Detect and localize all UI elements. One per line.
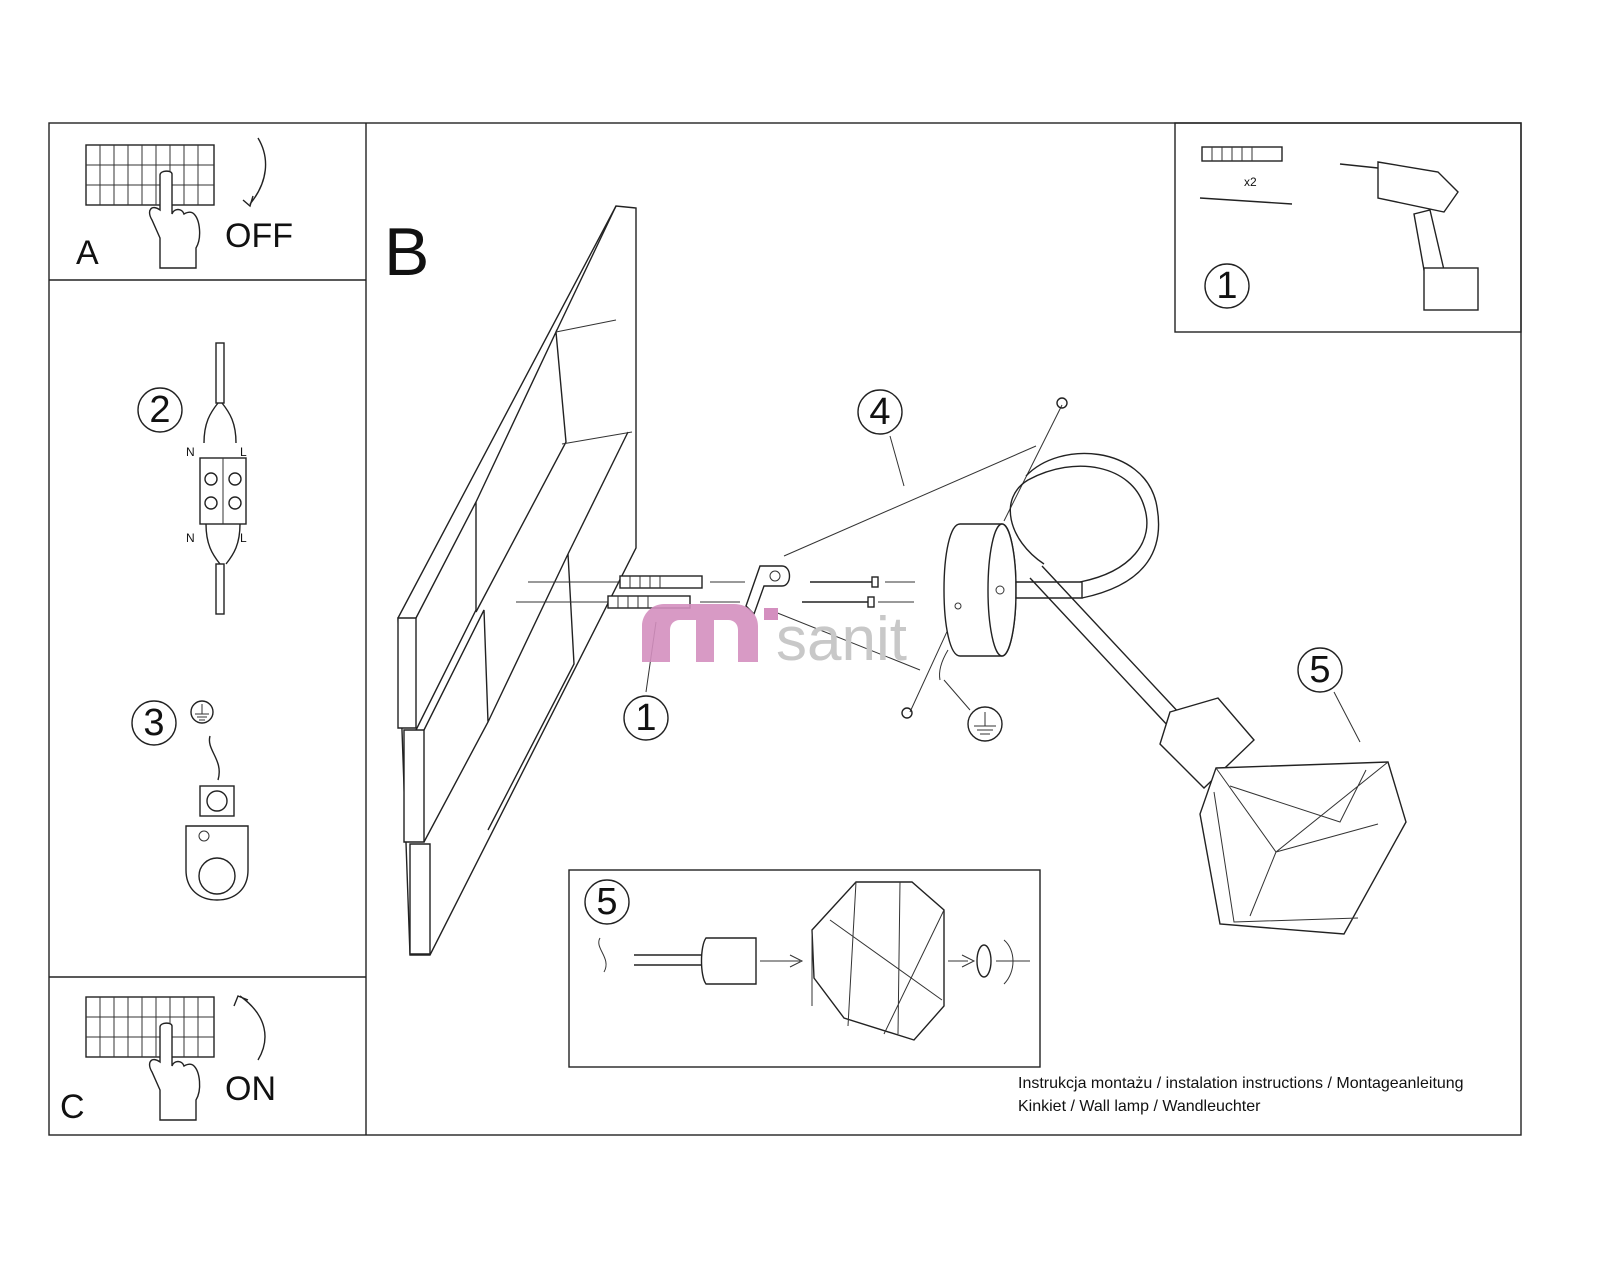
step-3-grounding: 3: [131, 700, 249, 901]
outer-frame: [48, 122, 1522, 1136]
wall-tiles-illustration: [397, 205, 637, 956]
step-5-main-number: 5: [1309, 649, 1330, 691]
panel-b-letter: B: [384, 214, 429, 290]
panel-c-action: ON: [225, 1070, 276, 1108]
ground-symbol-icon: [190, 700, 214, 724]
screw-quantity: x2: [1244, 175, 1257, 189]
step-2-wiring: 2 N L N L: [137, 342, 247, 615]
wall-plugs-and-screws: [516, 565, 915, 616]
msanit-watermark: sanit: [642, 604, 907, 674]
terminal-n-top: N: [186, 445, 195, 459]
step-5-detail-number: 5: [596, 881, 617, 923]
step-3-number: 3: [143, 702, 164, 744]
step-1-kit-number: 1: [1216, 265, 1237, 307]
hand-icon: [148, 170, 201, 269]
drill-icon: [1339, 161, 1479, 311]
detail-5-content: 5: [584, 879, 1030, 1041]
screw-icon: [1056, 397, 1068, 409]
wall-lamp-illustration: [939, 452, 1407, 935]
screw-icon: [901, 707, 913, 719]
panel-c-letter: C: [60, 1088, 85, 1126]
breaker-icon: [85, 996, 215, 1058]
footer-title-line: Instrukcja montażu / instalation instruc…: [1018, 1075, 1464, 1092]
watermark-text: sanit: [776, 605, 907, 674]
panel-c: C ON: [60, 995, 276, 1126]
hand-icon: [148, 1022, 201, 1121]
terminal-n-bottom: N: [186, 531, 195, 545]
footer-product-line: Kinkiet / Wall lamp / Wandleuchter: [1018, 1098, 1261, 1115]
panel-a-action: OFF: [225, 217, 293, 255]
mounting-bracket: [745, 565, 791, 616]
terminal-l-bottom: L: [240, 531, 247, 545]
tools-box-content: x2 1: [1199, 146, 1479, 311]
ground-symbol-icon: [967, 706, 1003, 742]
arrow-up-icon: [233, 995, 266, 1061]
breaker-icon: [85, 144, 215, 206]
tools-box: [1174, 122, 1522, 333]
step-1-main-number: 1: [635, 697, 656, 739]
terminal-l-top: L: [240, 445, 247, 459]
step-4-number: 4: [869, 391, 890, 433]
panel-a-letter: A: [76, 234, 99, 272]
detail-box: [568, 869, 1041, 1068]
arrow-down-icon: [242, 137, 267, 208]
panel-a: A OFF: [76, 137, 293, 272]
step-2-number: 2: [149, 389, 170, 431]
